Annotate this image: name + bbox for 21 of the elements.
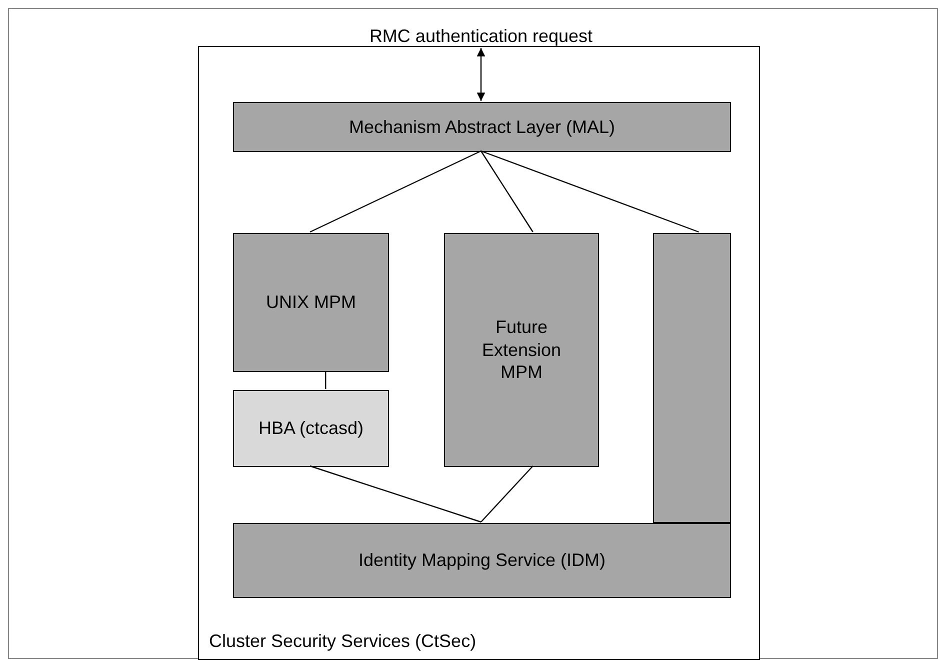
box-label: Mechanism Abstract Layer (MAL) bbox=[348, 116, 616, 138]
process-box bbox=[233, 233, 389, 372]
connector-line bbox=[480, 466, 534, 522]
connector-line bbox=[310, 465, 482, 523]
connector-line bbox=[480, 150, 699, 233]
box-label: Future Extension MPM bbox=[480, 316, 562, 384]
connector-line bbox=[310, 150, 482, 233]
process-box bbox=[233, 523, 731, 598]
box-label: UNIX MPM bbox=[266, 291, 356, 314]
process-box bbox=[233, 102, 731, 152]
container-box bbox=[198, 46, 760, 660]
box-label: HBA (ctcasd) bbox=[258, 417, 364, 440]
container-title: Cluster Security Services (CtSec) bbox=[209, 630, 476, 653]
process-box bbox=[444, 233, 599, 467]
connector-line bbox=[325, 371, 326, 389]
empty-bar bbox=[653, 233, 731, 523]
box-label: Identity Mapping Service (IDM) bbox=[358, 549, 606, 572]
request-label: RMC authentication request bbox=[369, 24, 593, 48]
process-box bbox=[233, 390, 389, 467]
connector-line bbox=[480, 150, 534, 232]
arrow bbox=[476, 48, 486, 101]
